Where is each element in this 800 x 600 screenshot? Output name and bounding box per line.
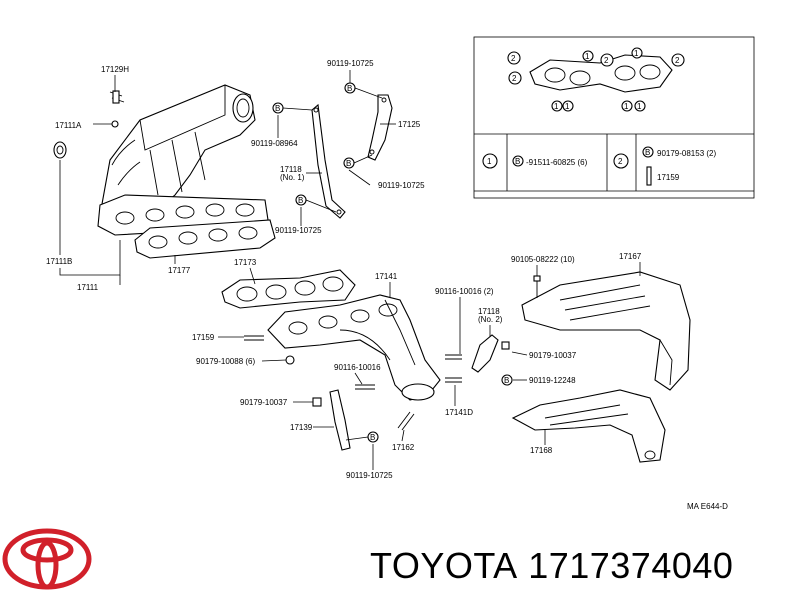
diagram-code: MA E644-D — [687, 502, 728, 511]
svg-text:2: 2 — [511, 54, 516, 63]
studs-17159 — [244, 335, 264, 341]
brand-part-caption: TOYOTA 1717374040 — [370, 545, 733, 587]
nut-90179-10037-right — [501, 341, 510, 350]
label-90119-08964: 90119-08964 — [251, 139, 298, 148]
svg-text:1: 1 — [554, 102, 559, 111]
gasket-inset-box: 2 2 1 1 1 1 1 1 2 2 1 B -91511-60825 (6)… — [473, 36, 755, 199]
label-17139: 17139 — [290, 423, 313, 432]
label-17168: 17168 — [530, 446, 553, 455]
bolt-17111a — [111, 120, 119, 128]
svg-text:B: B — [504, 376, 509, 385]
svg-text:2: 2 — [675, 56, 680, 65]
exhaust-manifold-17141 — [267, 294, 441, 401]
bolt-90105-08222 — [533, 275, 541, 298]
label-17162: 17162 — [392, 443, 415, 452]
b-bolt-marker-5: B — [367, 431, 379, 443]
label-17118-no2-sub: (No. 2) — [478, 315, 503, 324]
gasket-17177 — [134, 219, 276, 259]
intake-manifold-17111 — [97, 84, 269, 236]
brand-name: TOYOTA — [370, 545, 518, 586]
inset-row2-part-a: 90179-08153 (2) — [657, 149, 716, 158]
svg-text:1: 1 — [624, 102, 629, 111]
inset-ring-marker: 2 2 1 1 1 1 1 1 2 2 — [507, 47, 685, 112]
label-90119-10725-top: 90119-10725 — [327, 59, 374, 68]
label-90119-12248: 90119-12248 — [529, 376, 576, 385]
label-90119-10725-mid: 90119-10725 — [378, 181, 425, 190]
svg-text:1: 1 — [634, 49, 639, 58]
nut-90179-10088 — [285, 355, 295, 365]
leader-lines-intake — [59, 75, 176, 285]
leader-lines-exhaust — [218, 267, 528, 470]
label-90105-08222: 90105-08222 (10) — [511, 255, 575, 264]
label-17167: 17167 — [619, 252, 642, 261]
label-17173: 17173 — [234, 258, 257, 267]
b-bolt-marker-1: B — [272, 102, 284, 114]
leader-lines-insulators — [536, 262, 641, 445]
stud-17129h — [109, 90, 125, 104]
label-90116-10016: 90116-10016 — [334, 363, 381, 372]
stud-90116-10016 — [355, 384, 375, 390]
b-bolt-marker-6: B — [501, 374, 513, 386]
inset-row1-number: 1 — [487, 157, 492, 166]
studs-90116-10016-2 — [445, 354, 462, 383]
label-17177: 17177 — [168, 266, 191, 275]
nut-90179-10037-left — [312, 397, 322, 407]
bracket-17139 — [329, 389, 351, 451]
label-17141: 17141 — [375, 272, 398, 281]
plug-17111b — [53, 141, 67, 159]
heat-insulator-17167 — [521, 271, 691, 391]
label-17159: 17159 — [192, 333, 215, 342]
label-90116-10016-2: 90116-10016 (2) — [435, 287, 494, 296]
stay-17118-no2 — [471, 334, 499, 373]
svg-text:B: B — [347, 84, 352, 93]
stud-17162 — [397, 411, 415, 431]
label-90179-10037-left: 90179-10037 — [240, 398, 288, 407]
svg-text:2: 2 — [604, 56, 609, 65]
exhaust-manifold-parts-diagram: 17129H 17111A 17111B 17111 17177 B B B B… — [46, 36, 755, 511]
stay-17118-no1 — [311, 103, 346, 219]
inset-row2-part-b: 17159 — [657, 173, 680, 182]
label-90119-10725-low: 90119-10725 — [275, 226, 322, 235]
label-90179-10088: 90179-10088 (6) — [196, 357, 255, 366]
label-17129h: 17129H — [101, 65, 129, 74]
label-17118-no2: 17118 — [478, 307, 500, 316]
label-17125: 17125 — [398, 120, 421, 129]
stay-17125 — [367, 94, 393, 161]
inset-row2-number: 2 — [618, 157, 623, 166]
inset-row1-part: -91511-60825 (6) — [526, 158, 588, 167]
svg-text:2: 2 — [512, 74, 517, 83]
label-17111b: 17111B — [46, 257, 72, 266]
b-bolt-marker-4: B — [295, 194, 307, 206]
heat-insulator-17168 — [511, 389, 666, 463]
part-number: 1717374040 — [528, 545, 734, 586]
label-90119-10725-bottom: 90119-10725 — [346, 471, 393, 480]
label-17141d: 17141D — [445, 408, 473, 417]
svg-text:B: B — [346, 159, 351, 168]
svg-text:B: B — [370, 433, 375, 442]
label-17111: 17111 — [77, 283, 99, 292]
label-17111a: 17111A — [55, 121, 82, 130]
svg-text:B: B — [275, 104, 280, 113]
leader-lines-brackets — [277, 70, 396, 226]
svg-text:B: B — [298, 196, 303, 205]
label-17118-no1-sub: (No. 1) — [280, 173, 305, 182]
gasket-17173 — [221, 269, 356, 309]
label-90179-10037-right: 90179-10037 — [529, 351, 577, 360]
svg-text:1: 1 — [565, 102, 570, 111]
svg-text:B: B — [645, 148, 650, 157]
svg-text:1: 1 — [637, 102, 642, 111]
svg-text:B: B — [515, 157, 520, 166]
b-bolt-marker-2: B — [344, 82, 356, 94]
label-17118-no1: 17118 — [280, 165, 302, 174]
toyota-emblem-icon — [2, 528, 92, 590]
b-bolt-marker-3: B — [343, 157, 355, 169]
svg-text:1: 1 — [585, 52, 590, 61]
